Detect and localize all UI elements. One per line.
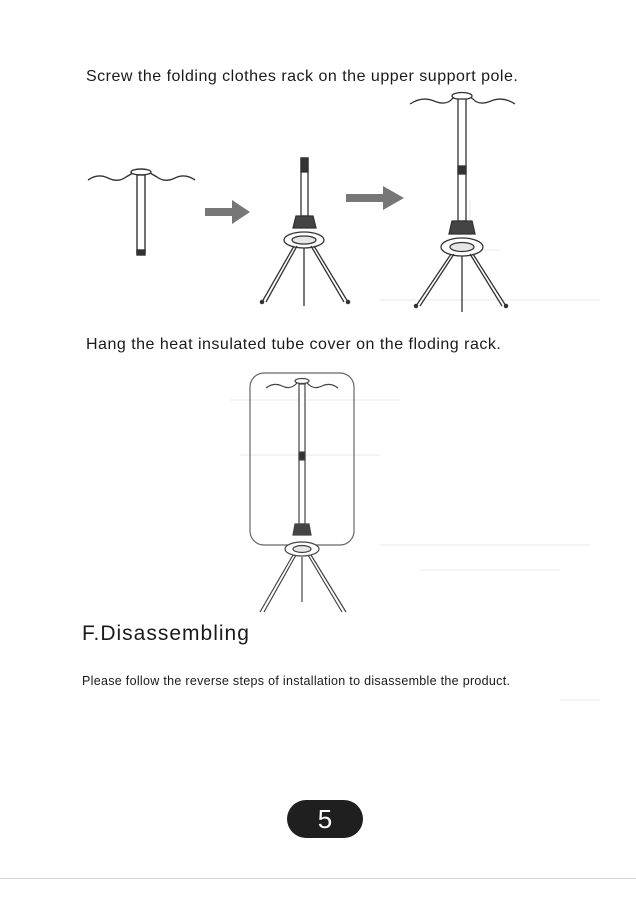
rack-with-cover-diagram [0,0,636,620]
disassembly-instruction: Please follow the reverse steps of insta… [82,674,510,688]
section-heading: F.Disassembling [82,622,250,646]
page-number-badge: 5 [287,800,363,838]
page-bottom-edge [0,878,636,879]
